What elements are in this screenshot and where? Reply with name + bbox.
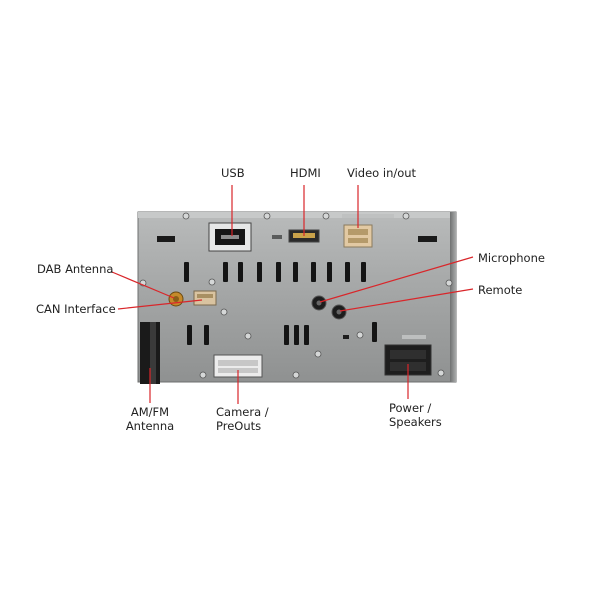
camera-preouts-label-line1: Camera / bbox=[216, 405, 269, 419]
can-pointer bbox=[117, 299, 203, 310]
microphone-pointer bbox=[319, 256, 474, 303]
power-speakers-label: Power / Speakers bbox=[389, 401, 442, 429]
video-connector bbox=[342, 214, 394, 248]
camera-preouts-label-line2: PreOuts bbox=[216, 419, 262, 433]
can-interface-label: CAN Interface bbox=[36, 302, 116, 316]
screw bbox=[139, 212, 453, 379]
remote-jack bbox=[331, 304, 349, 339]
amfm-antenna-label: AM/FM Antenna bbox=[118, 405, 182, 433]
dab-pointer bbox=[111, 271, 175, 299]
pointer-lines bbox=[111, 185, 474, 404]
usb-port bbox=[208, 222, 252, 252]
amfm-antenna-label-line1: AM/FM bbox=[130, 405, 170, 419]
microphone-jack bbox=[311, 295, 327, 311]
power-speakers-label-line1: Power / bbox=[389, 401, 432, 415]
dab-antenna-label: DAB Antenna bbox=[37, 262, 114, 276]
remote-label: Remote bbox=[478, 283, 523, 297]
mounting-slot bbox=[157, 235, 437, 242]
amfm-antenna-label-line2: Antenna bbox=[125, 419, 175, 433]
can-interface-connector bbox=[193, 290, 217, 306]
video-label: Video in/out bbox=[347, 166, 417, 180]
amfm-antenna-cable bbox=[140, 322, 160, 384]
microphone-label: Microphone bbox=[478, 251, 545, 265]
vent-slot bbox=[184, 262, 377, 345]
remote-pointer bbox=[339, 288, 474, 312]
power-speakers-label-line2: Speakers bbox=[389, 415, 442, 429]
usb-label: USB bbox=[221, 166, 245, 180]
camera-preouts-label: Camera / PreOuts bbox=[216, 405, 269, 433]
hdmi-label: HDMI bbox=[290, 166, 321, 180]
